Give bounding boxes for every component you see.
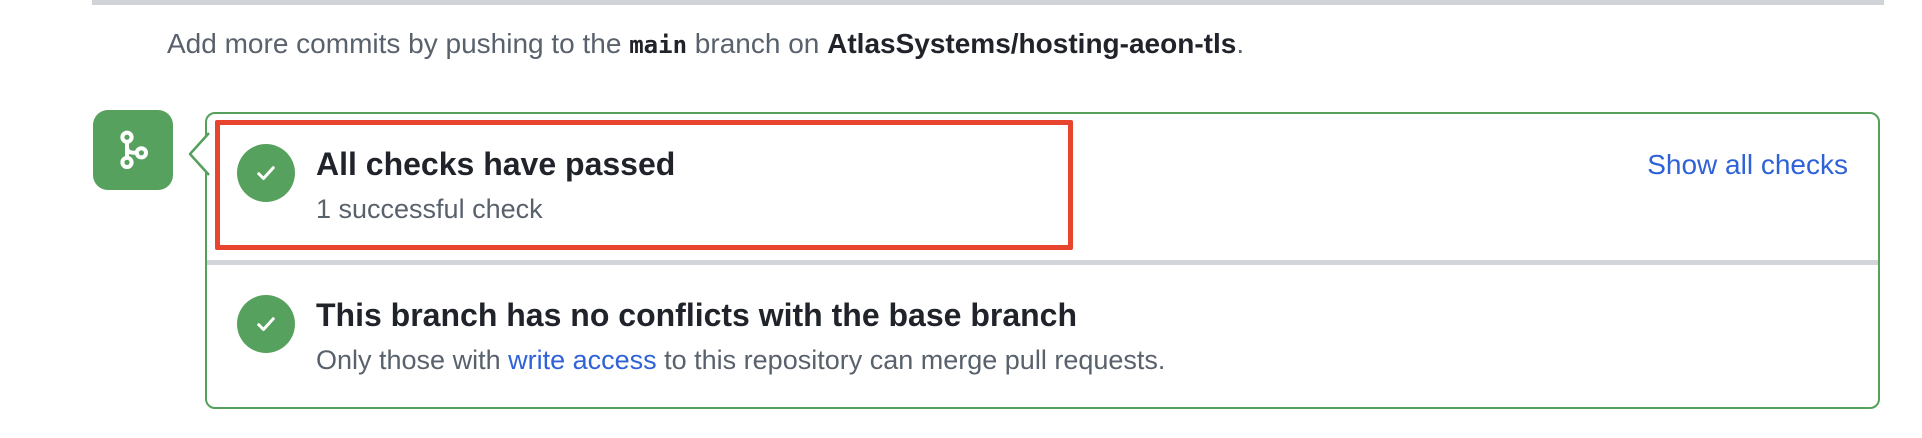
add-commits-hint: Add more commits by pushing to the main … — [167, 28, 1244, 60]
check-icon — [237, 144, 295, 202]
row-divider — [207, 260, 1878, 265]
top-divider — [92, 0, 1884, 5]
repo-name: AtlasSystems/hosting-aeon-tls — [827, 28, 1237, 59]
box-caret — [188, 132, 210, 176]
merge-status-box: All checks have passed 1 successful chec… — [188, 112, 1880, 409]
branch-name: main — [629, 31, 688, 59]
conflicts-subtitle-prefix: Only those with — [316, 345, 509, 375]
conflicts-subtitle: Only those with write access to this rep… — [316, 343, 1165, 377]
conflicts-subtitle-suffix: to this repository can merge pull reques… — [656, 345, 1166, 375]
checks-subtitle: 1 successful check — [316, 194, 543, 224]
conflicts-status-text: This branch has no conflicts with the ba… — [316, 295, 1165, 377]
conflicts-status-row: This branch has no conflicts with the ba… — [207, 265, 1878, 377]
hint-middle: branch on — [687, 28, 828, 59]
conflicts-title: This branch has no conflicts with the ba… — [316, 297, 1078, 333]
check-icon — [237, 295, 295, 353]
hint-suffix: . — [1236, 28, 1245, 59]
write-access-link[interactable]: write access — [508, 345, 657, 375]
git-branch-icon — [109, 126, 157, 174]
merge-status-badge — [93, 110, 173, 190]
checks-status-text: All checks have passed 1 successful chec… — [316, 144, 675, 226]
checks-status-row: All checks have passed 1 successful chec… — [207, 114, 1878, 260]
show-all-checks-link[interactable]: Show all checks — [1647, 149, 1848, 180]
checks-title: All checks have passed — [316, 146, 676, 182]
hint-prefix: Add more commits by pushing to the — [167, 28, 630, 59]
